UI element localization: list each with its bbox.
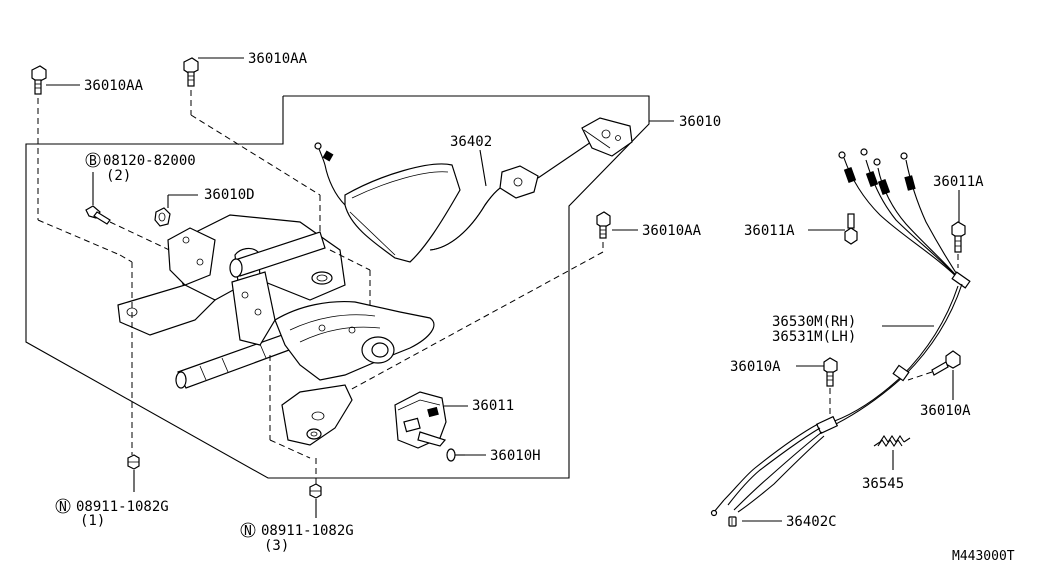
bolt-36011a-right[interactable] — [951, 221, 966, 253]
nut-n3-circle-icon — [240, 522, 256, 538]
label-36402c: 36402C — [786, 514, 837, 530]
nut-n3-prefix: N — [244, 524, 252, 539]
label-36010d: 36010D — [204, 187, 255, 203]
label-36010h: 36010H — [490, 448, 541, 464]
label-36545: 36545 — [862, 476, 904, 492]
bolt-b-circle-icon — [85, 152, 101, 168]
label-36011a-right: 36011A — [933, 174, 984, 190]
label-36011: 36011 — [472, 398, 514, 414]
screw-36010h[interactable] — [446, 448, 465, 462]
label-36010a-left: 36010A — [730, 359, 781, 375]
nut-08911-1082g-3[interactable] — [309, 483, 322, 499]
front-cable-36402[interactable] — [314, 117, 633, 263]
label-36010a-right: 36010A — [920, 403, 971, 419]
parking-brake-lever-36010[interactable] — [117, 214, 435, 446]
label-36010: 36010 — [679, 114, 721, 130]
bolt-36010a-right[interactable] — [931, 350, 961, 376]
label-08911-1082g-3: 08911-1082G — [261, 523, 354, 539]
figure-code: M443000T — [952, 549, 1015, 564]
label-36010aa-top-left: 36010AA — [84, 78, 144, 94]
nut-08911-1082g-1[interactable] — [127, 454, 140, 470]
bolt-36010aa-top[interactable] — [183, 57, 199, 87]
nut-36010d[interactable] — [154, 207, 171, 227]
assembly-outline — [25, 95, 650, 479]
label-08911-1082g-1: 08911-1082G — [76, 499, 169, 515]
bolt-08120-82000[interactable] — [85, 205, 111, 225]
label-36402: 36402 — [450, 134, 492, 150]
clip-36402c[interactable] — [728, 516, 737, 527]
bolt-36010aa-top-left[interactable] — [31, 65, 47, 95]
label-08120-82000-qty: (2) — [106, 168, 131, 184]
label-08120-82000: 08120-82000 — [103, 153, 196, 169]
nut-n1-circle-icon — [55, 498, 71, 514]
bolt-36010aa-right[interactable] — [596, 211, 611, 239]
bolt-36011a-left[interactable] — [844, 213, 858, 245]
bolt-36010a-left[interactable] — [823, 357, 838, 387]
nut-n1-prefix: N — [59, 500, 67, 515]
label-36011a-left: 36011A — [744, 223, 795, 239]
switch-36011[interactable] — [394, 391, 447, 449]
label-36531m-lh: 36531M(LH) — [772, 329, 856, 345]
label-36010aa-top: 36010AA — [248, 51, 308, 67]
label-08911-1082g-3-qty: (3) — [264, 538, 289, 554]
label-36010aa-right: 36010AA — [642, 223, 702, 239]
label-08911-1082g-1-qty: (1) — [80, 513, 105, 529]
bolt-b-prefix: B — [89, 154, 97, 169]
spring-36545[interactable] — [873, 435, 911, 447]
rear-cable-assembly[interactable] — [710, 148, 971, 517]
label-36530m-rh: 36530M(RH) — [772, 314, 856, 330]
